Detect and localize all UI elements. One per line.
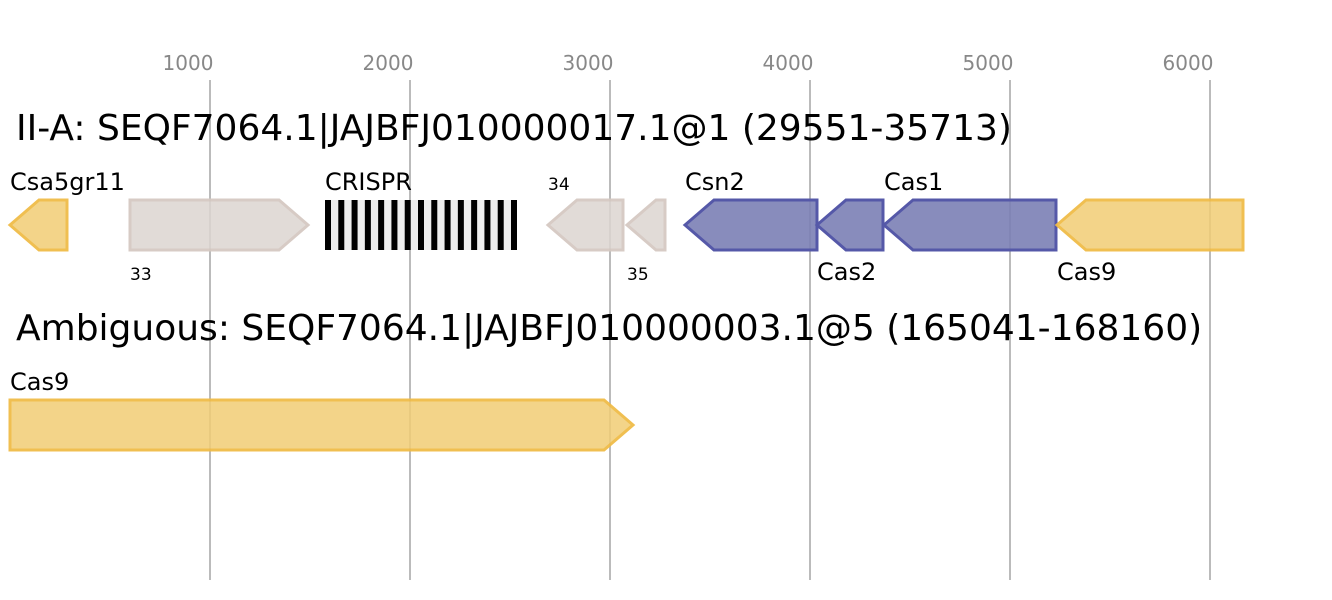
gene-arrow-cas2[interactable] [814, 198, 885, 252]
crispr-repeat [338, 200, 345, 250]
crispr-repeat [351, 200, 358, 250]
crispr-repeat [325, 200, 331, 250]
gene-arrow-cas1[interactable] [881, 198, 1058, 252]
gene-label: Csa5gr11 [10, 168, 125, 196]
gene-label: Cas9 [1057, 258, 1116, 286]
crispr-repeat [457, 200, 464, 250]
crispr-label: CRISPR [325, 168, 412, 196]
crispr-repeat [378, 200, 385, 250]
tick-label: 4000 [763, 51, 814, 75]
tick-label: 3000 [563, 51, 614, 75]
track-title-1: II-A: SEQF7064.1|JAJBFJ010000017.1@1 (29… [16, 108, 1012, 149]
gene-arrow-cas9[interactable] [1054, 198, 1245, 252]
track-title-2: Ambiguous: SEQF7064.1|JAJBFJ010000003.1@… [16, 308, 1202, 349]
axis-grid: 1000 2000 3000 4000 5000 6000 [163, 51, 1214, 580]
crispr-repeat [391, 200, 398, 250]
gene-label: 35 [627, 265, 649, 285]
crispr-repeat [404, 200, 411, 250]
gene-arrow-34[interactable] [545, 198, 625, 252]
gene-label: 33 [130, 265, 152, 285]
gene-arrow-33[interactable] [128, 198, 311, 252]
crispr-repeat [364, 200, 371, 250]
tick-label: 5000 [963, 51, 1014, 75]
gene-label: 34 [548, 175, 570, 195]
gene-arrow-35[interactable] [624, 198, 667, 252]
gene-arrow-cas9[interactable] [8, 398, 636, 452]
gene-label: Cas1 [884, 168, 943, 196]
gene-label: Cas9 [10, 368, 69, 396]
crispr-repeat [418, 200, 424, 250]
gene-label: Cas2 [817, 258, 876, 286]
tick-label: 1000 [163, 51, 214, 75]
crispr-repeat [444, 200, 451, 250]
crispr-repeat [431, 200, 438, 250]
crispr-repeat [511, 200, 517, 250]
crispr-repeat [471, 200, 478, 250]
crispr-repeat [497, 200, 504, 250]
crispr-repeat [484, 200, 491, 250]
tick-label: 6000 [1163, 51, 1214, 75]
tick-label: 2000 [363, 51, 414, 75]
gene-arrow-csn2[interactable] [682, 198, 819, 252]
gene-label: Csn2 [685, 168, 745, 196]
gene-arrow-csa5gr11[interactable] [7, 198, 69, 252]
